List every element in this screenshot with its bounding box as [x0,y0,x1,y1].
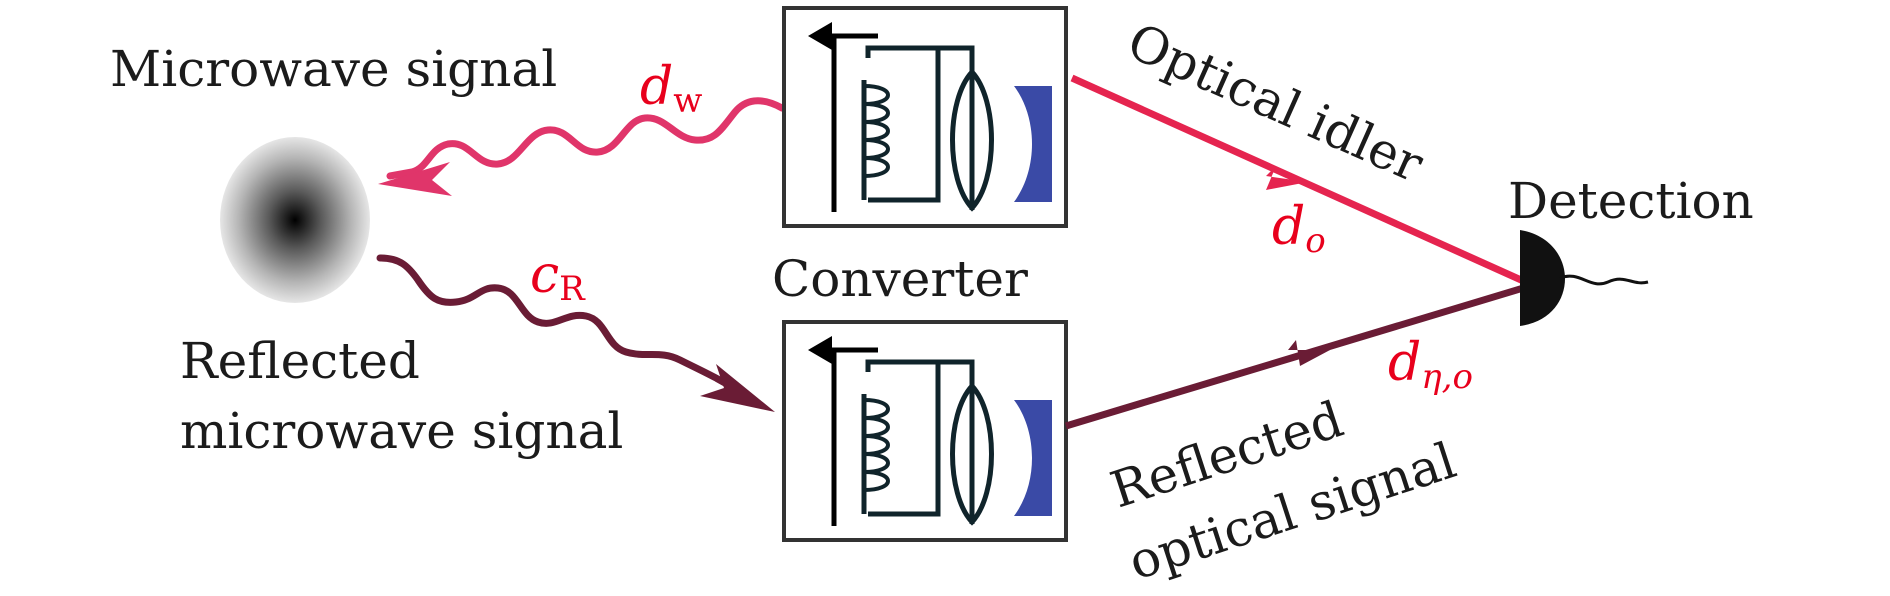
microwave-arrowhead [378,162,452,196]
converter-lower [782,320,1068,542]
symbol-c-r: cR [530,245,586,309]
label-converter: Converter [772,250,1028,308]
reflected-optical-arrowhead [1288,340,1330,366]
reflected-microwave-wave [376,254,744,396]
optical-idler-arrowhead [1266,166,1308,190]
label-microwave-signal: Microwave signal [110,40,557,98]
converter-upper [782,6,1068,228]
microwave-signal-wave [386,97,786,180]
target-object [220,137,370,303]
reflected-microwave-arrowhead [700,364,775,412]
symbol-d-eta-o: dη,o [1388,333,1473,397]
label-reflected-microwave-line2: microwave signal [180,402,623,460]
symbol-d-o: do [1272,197,1326,261]
reflected-optical-beam [1064,282,1532,430]
detector [1520,230,1649,326]
label-detection: Detection [1508,172,1754,230]
symbol-d-w: dw [640,57,702,121]
label-reflected-microwave-line1: Reflected [180,332,420,390]
